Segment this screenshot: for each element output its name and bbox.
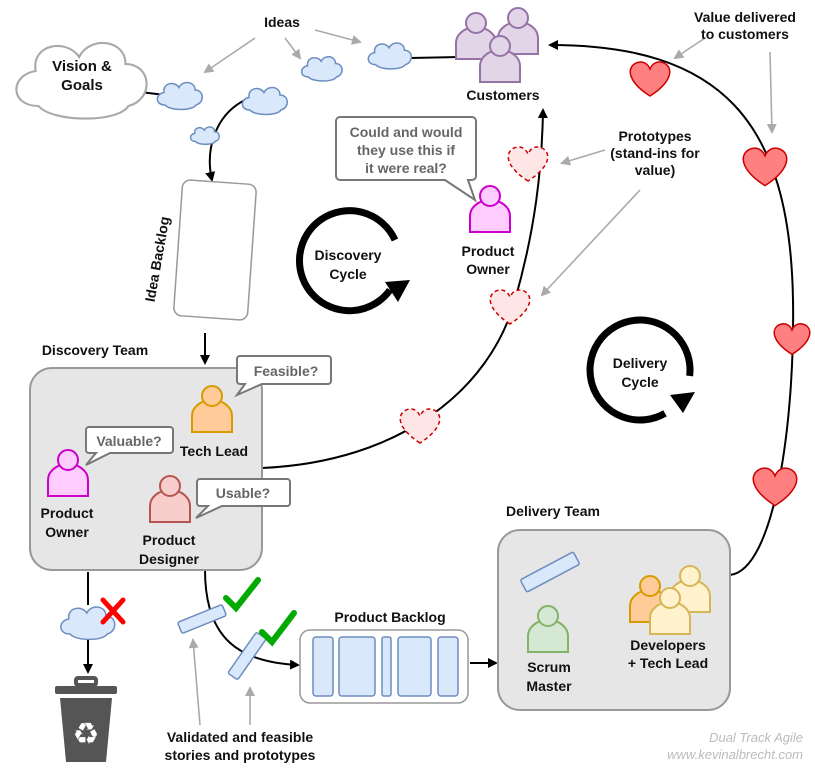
- feasible-text: Feasible?: [254, 363, 319, 379]
- prototypes-label-2: (stand-ins for: [610, 145, 700, 161]
- value-heart-icon: [752, 467, 798, 507]
- discovery-cycle-icon: [296, 207, 410, 315]
- valuable-bubble: [85, 426, 174, 466]
- validated-label-2: stories and prototypes: [165, 747, 316, 763]
- product-owner-top-label: Product: [462, 243, 515, 259]
- watermark-url: www.kevinalbrecht.com: [667, 747, 803, 762]
- value-heart-icon: [773, 323, 811, 356]
- prototypes-label-3: value): [635, 162, 675, 178]
- product-designer-person-icon: [149, 475, 191, 523]
- reject-x-icon: [100, 597, 126, 625]
- developer-person-icon: [649, 587, 691, 635]
- usable-bubble: [195, 478, 291, 519]
- valuable-text: Valuable?: [96, 433, 161, 449]
- scrum-master-person-icon: [527, 605, 569, 653]
- delivery-story-card: [520, 551, 580, 593]
- validated-label: Validated and feasible: [167, 729, 313, 745]
- developers-label: Developers: [630, 637, 706, 653]
- product-designer-label-2: Designer: [139, 551, 199, 567]
- customers-label: Customers: [466, 87, 539, 103]
- product-designer-label: Product: [143, 532, 196, 548]
- people: [47, 7, 711, 653]
- svg-text:♻: ♻: [73, 718, 100, 751]
- product-backlog-title: Product Backlog: [334, 609, 445, 625]
- idea-backlog-box: [173, 179, 257, 321]
- vision-cloud: [15, 42, 148, 120]
- idea-cloud-icon: [367, 42, 413, 70]
- customer-question-bubble: [335, 116, 477, 203]
- prototypes-label: Prototypes: [618, 128, 691, 144]
- idea-cloud-icon: [189, 126, 220, 146]
- annotation-arrows: [188, 29, 777, 726]
- tech-lead-person-icon: [191, 385, 233, 433]
- check-icons: [223, 577, 297, 647]
- value-heart-icon: [629, 61, 671, 97]
- bubble-line-2: they use this if: [357, 142, 455, 158]
- idea-cloud-icon: [241, 86, 288, 116]
- usable-text: Usable?: [216, 485, 270, 501]
- backlog-stories: [312, 636, 459, 697]
- product-owner-person-icon: [47, 449, 89, 497]
- customer-person-icon: [479, 35, 521, 83]
- idea-cloud-icon: [156, 81, 203, 111]
- prototype-heart-icon: [399, 408, 441, 444]
- watermark-title: Dual Track Agile: [709, 730, 803, 745]
- product-owner-top-label-2: Owner: [466, 261, 510, 277]
- ideas-label: Ideas: [264, 14, 300, 30]
- idea-cloud-icon: [300, 56, 343, 82]
- delivery-cycle-icon: [586, 316, 695, 424]
- tech-lead-label: Tech Lead: [180, 443, 248, 459]
- product-owner-person-icon: [469, 185, 511, 233]
- bubble-line-3: it were real?: [365, 160, 447, 176]
- delivery-team-title: Delivery Team: [506, 503, 600, 519]
- trash-can-icon: ♻: [55, 676, 117, 762]
- vision-label: Vision &: [52, 58, 112, 75]
- scrum-master-label: Scrum: [527, 659, 571, 675]
- prototype-heart-icon: [489, 289, 531, 325]
- bubble-line-1: Could and would: [350, 124, 463, 140]
- discovery-cycle-label-2: Cycle: [329, 266, 367, 282]
- feasible-bubble: [234, 355, 332, 398]
- discovery-cycle-label: Discovery: [315, 247, 382, 263]
- discovery-team-title: Discovery Team: [42, 342, 148, 358]
- developers-label-2: + Tech Lead: [628, 655, 708, 671]
- idea-backlog-label: Idea Backlog: [142, 215, 173, 303]
- product-owner-label-2: Owner: [45, 524, 89, 540]
- vision-label-2: Goals: [61, 77, 103, 94]
- product-owner-label: Product: [41, 505, 94, 521]
- delivery-cycle-label: Delivery: [613, 355, 668, 371]
- scrum-master-label-2: Master: [526, 678, 572, 694]
- value-delivered-label: Value delivered: [694, 9, 796, 25]
- value-heart-icon: [742, 147, 788, 187]
- customer-person-icon: [455, 12, 497, 60]
- idea-cloud-icon: [60, 606, 116, 641]
- value-delivered-label-2: to customers: [701, 26, 789, 42]
- delivery-cycle-label-2: Cycle: [621, 374, 659, 390]
- hearts: [399, 61, 811, 507]
- prototype-heart-icon: [507, 146, 549, 182]
